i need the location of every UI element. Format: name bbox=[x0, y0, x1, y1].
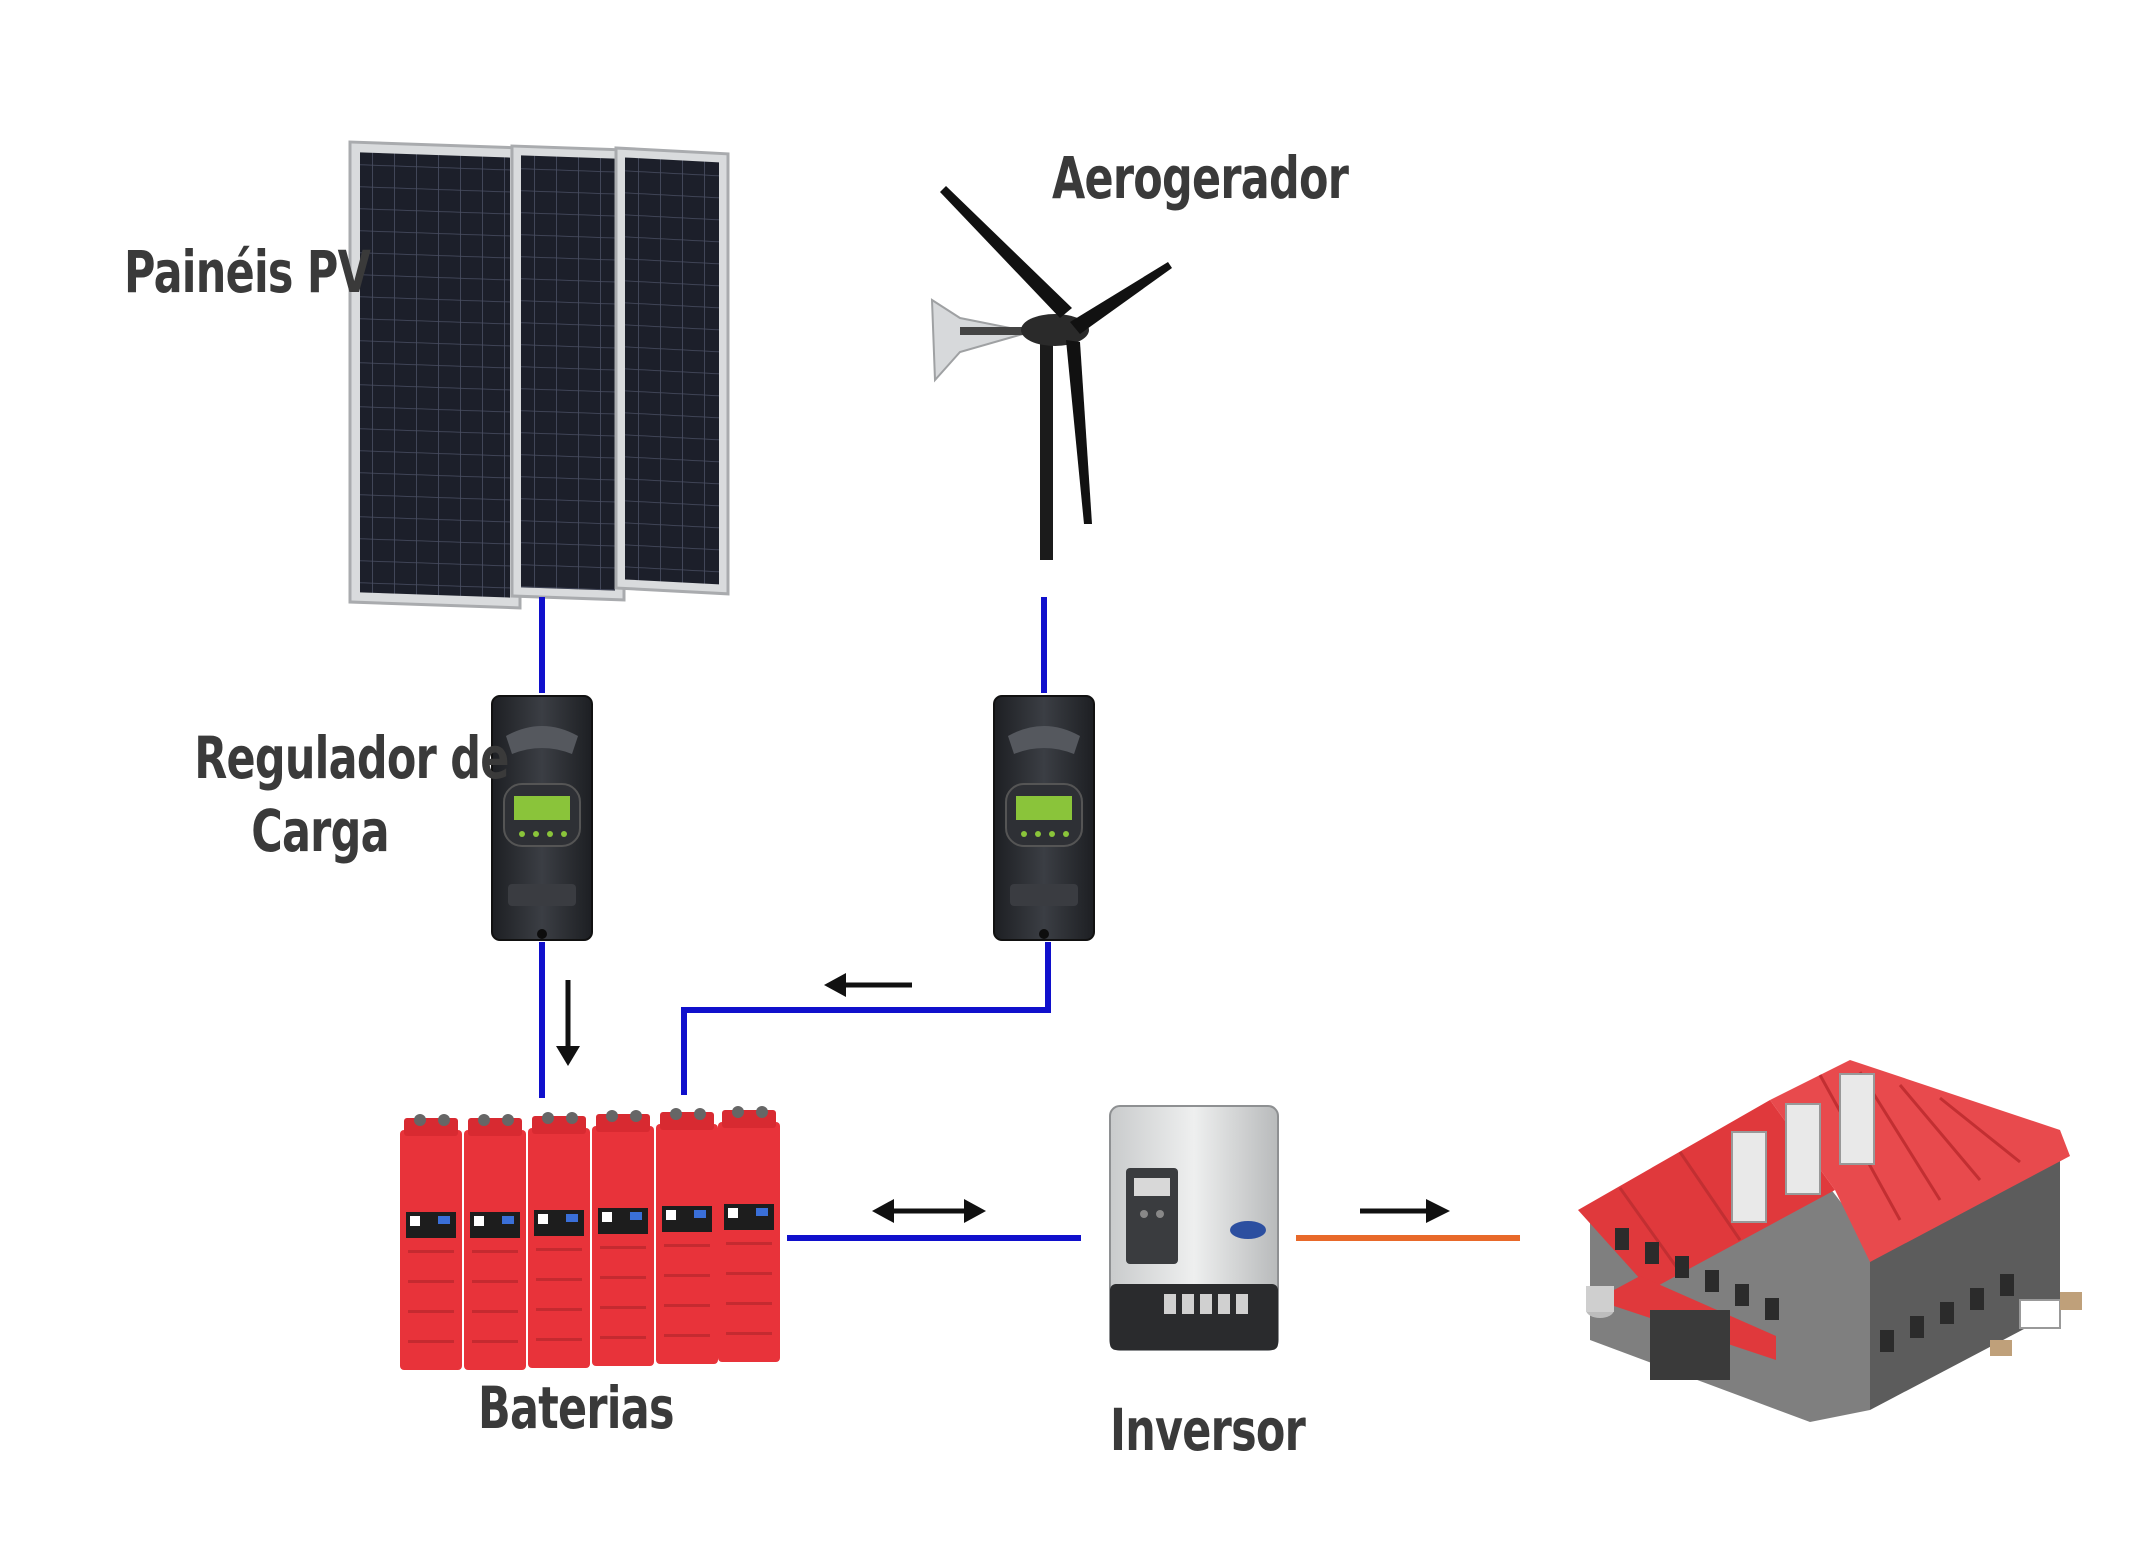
turbine-blade bbox=[1066, 340, 1092, 524]
charge-controller-pv bbox=[491, 695, 593, 941]
battery bbox=[592, 1110, 654, 1366]
delivery-truck bbox=[2019, 1299, 2061, 1329]
pv-panels-image bbox=[348, 140, 730, 610]
building-side-wall bbox=[1870, 1150, 2060, 1410]
building-roof bbox=[1578, 1100, 1835, 1290]
controller-lcd bbox=[514, 796, 570, 820]
arrow-right-icon bbox=[1360, 1199, 1450, 1223]
flow-arrows bbox=[556, 973, 1450, 1223]
inverter-image bbox=[1109, 1105, 1279, 1351]
battery bbox=[718, 1106, 780, 1362]
arrow-left-icon bbox=[824, 973, 912, 997]
wire-wind-controller-to-batteries bbox=[681, 942, 1051, 1095]
entrance-door bbox=[1650, 1310, 1730, 1380]
battery bbox=[400, 1114, 462, 1370]
inverter-label: Inversor bbox=[1110, 1396, 1306, 1464]
charge-controller-label-line1: Regulador de bbox=[194, 724, 509, 792]
dc-wires bbox=[539, 597, 1081, 1241]
wind-turbine-label: Aerogerador bbox=[1052, 144, 1349, 212]
pv-panels-label: Painéis PV bbox=[124, 238, 371, 306]
inverter-logo-icon bbox=[1230, 1221, 1266, 1239]
controller-lcd bbox=[1016, 796, 1072, 820]
turbine-blade bbox=[940, 186, 1072, 318]
battery bbox=[656, 1108, 718, 1364]
turbine-blade bbox=[1070, 262, 1172, 334]
pv-panel bbox=[614, 146, 730, 596]
wind-turbine-image bbox=[930, 186, 1172, 560]
charge-controller-wind bbox=[993, 695, 1095, 941]
pv-panel bbox=[348, 140, 522, 610]
turbine-tail bbox=[930, 298, 1031, 383]
chimney bbox=[1785, 1103, 1821, 1195]
turbine-tower bbox=[1040, 330, 1053, 560]
battery bbox=[528, 1112, 590, 1368]
arrow-bidirectional-icon bbox=[872, 1199, 986, 1223]
batteries-label: Baterias bbox=[478, 1374, 675, 1442]
pv-panel bbox=[510, 144, 626, 602]
chimney bbox=[1731, 1131, 1767, 1223]
battery bbox=[464, 1114, 526, 1370]
charge-controller-label-line2: Carga bbox=[251, 796, 389, 865]
chimney bbox=[1839, 1073, 1875, 1165]
building-image bbox=[1578, 1060, 2082, 1422]
battery-bank-image bbox=[400, 1106, 780, 1370]
arrow-down-icon bbox=[556, 980, 580, 1066]
charge-controller-label: Regulador de Carga bbox=[194, 722, 509, 867]
